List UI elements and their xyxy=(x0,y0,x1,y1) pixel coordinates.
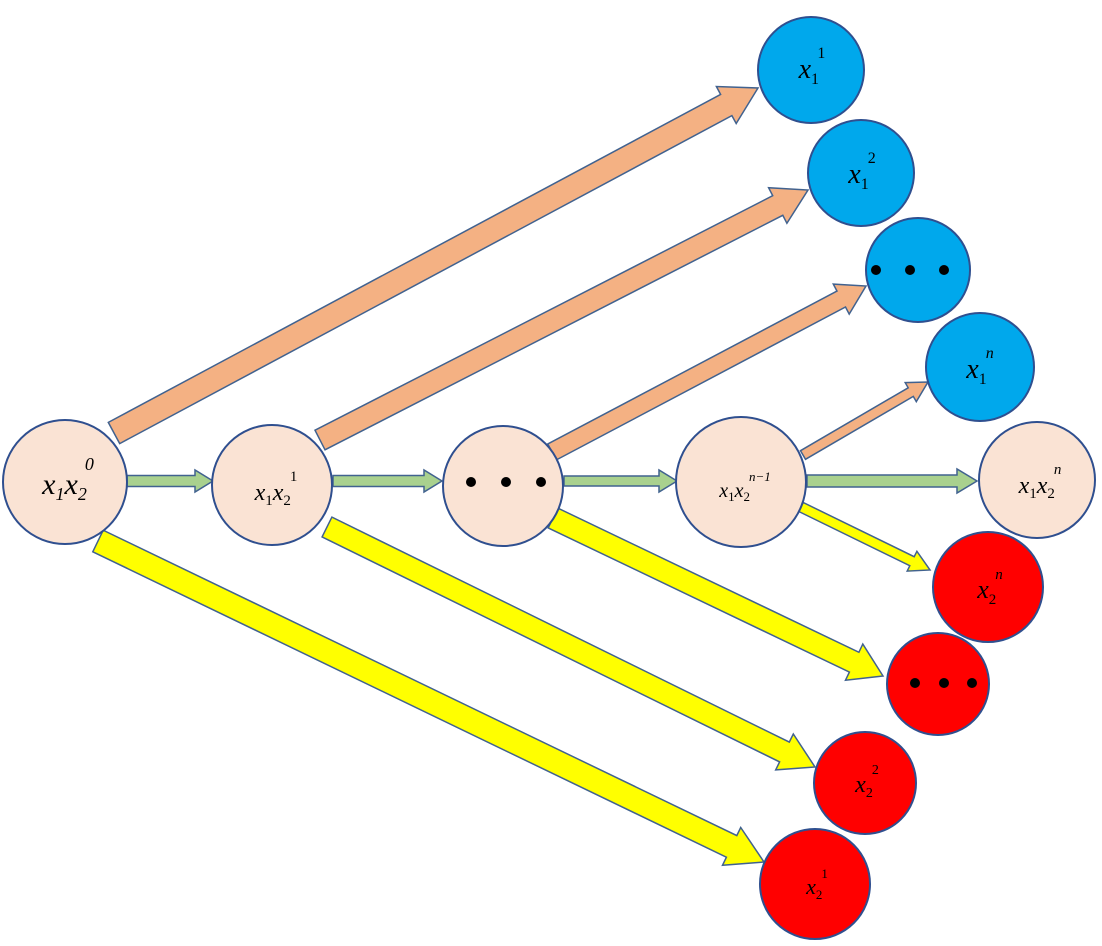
chain-node-n-sup: n xyxy=(1054,462,1062,478)
arrow-green-n1-to-n xyxy=(806,467,979,495)
arrow-orange-ellipsis-to-blue-ellipsis xyxy=(546,283,868,462)
red-node-ellipsis xyxy=(886,632,990,736)
svg-text:x1x2n: x1x2n xyxy=(1018,462,1062,502)
red-node-1: x2 1 xyxy=(759,828,871,940)
chain-node-0-base2: x xyxy=(64,468,79,501)
arrow-yellow-ellipsis-to-red-ellipsis xyxy=(547,507,885,682)
chain-node-n-sub1: 1 xyxy=(1029,486,1037,502)
arrow-orange-0-to-blue-1 xyxy=(107,85,760,445)
red-node-2-sup: 2 xyxy=(872,763,879,778)
chain-node-n-sub2: 2 xyxy=(1047,486,1055,502)
chain-node-n-minus-1-sub1: 1 xyxy=(728,489,735,504)
blue-node-2-sub: 1 xyxy=(861,176,869,193)
svg-text:x1x20: x1x20 xyxy=(41,454,94,504)
svg-text:x1x21: x1x21 xyxy=(254,469,298,509)
chain-node-n-minus-1-sub2: 2 xyxy=(744,489,751,504)
blue-node-n: x1 n xyxy=(925,312,1035,422)
chain-node-n-minus-1-sup: n−1 xyxy=(749,469,771,484)
red-node-1-base: x xyxy=(805,874,816,899)
chain-node-1-sub2: 2 xyxy=(283,493,291,509)
chain-node-1-base2: x xyxy=(272,480,284,506)
svg-text:x11: x1 1 xyxy=(798,45,826,88)
svg-text:x22: x2 2 xyxy=(854,763,879,801)
chain-node-0-base1: x xyxy=(41,468,56,501)
svg-text:x1x2n−1: x1x2n−1 xyxy=(718,469,771,504)
arrows-layer xyxy=(91,85,979,867)
ellipsis-icon xyxy=(466,477,546,487)
blue-node-n-base: x xyxy=(965,354,979,385)
chain-node-0-sup: 0 xyxy=(85,454,94,474)
arrow-yellow-0-to-red-1 xyxy=(91,529,766,867)
blue-node-1-sup: 1 xyxy=(817,45,825,62)
red-node-2-base: x xyxy=(854,772,866,798)
arrow-orange-n1-to-blue-n xyxy=(799,381,930,461)
svg-text:x2n: x2 n xyxy=(976,567,1003,608)
chain-node-n-base2: x xyxy=(1036,473,1048,499)
chain-node-0-sub2: 2 xyxy=(78,484,87,504)
red-node-n-sub: 2 xyxy=(989,592,997,608)
chain-node-n-minus-1-base2: x xyxy=(734,480,744,502)
red-node-n-base: x xyxy=(976,575,989,604)
chain-node-n: x1x2n xyxy=(978,421,1096,539)
arrow-yellow-1-to-red-2 xyxy=(321,516,817,771)
blue-node-2: x1 2 xyxy=(807,119,915,227)
arrow-yellow-n1-to-red-n xyxy=(797,501,932,572)
blue-node-1-sub: 1 xyxy=(811,71,819,88)
blue-node-n-sub: 1 xyxy=(979,371,987,388)
chain-node-n-minus-1: x1x2n−1 xyxy=(675,416,807,548)
chain-node-n-base1: x xyxy=(1018,473,1030,499)
chain-node-ellipsis xyxy=(442,425,564,547)
red-node-2-sub: 2 xyxy=(866,786,873,801)
chain-node-n-minus-1-base1: x xyxy=(718,480,728,502)
arrow-green-1-to-ellipsis xyxy=(332,468,444,494)
arrow-green-0-to-1 xyxy=(126,468,215,494)
chain-node-1-sub1: 1 xyxy=(265,493,273,509)
arrow-green-ellipsis-to-n1 xyxy=(563,468,679,494)
chain-node-0: x1x20 xyxy=(2,419,128,545)
blue-node-2-base: x xyxy=(847,159,861,190)
ellipsis-icon xyxy=(871,265,949,275)
svg-text:x1n: x1 n xyxy=(965,345,993,388)
svg-text:x12: x1 2 xyxy=(847,150,875,193)
ellipsis-icon xyxy=(910,678,977,688)
arrow-orange-1-to-blue-2 xyxy=(313,186,810,451)
blue-node-1: x1 1 xyxy=(757,16,865,124)
blue-node-ellipsis xyxy=(865,217,971,323)
blue-node-1-base: x xyxy=(798,54,812,85)
chain-node-0-sub1: 1 xyxy=(56,484,65,504)
red-node-n-sup: n xyxy=(995,567,1003,583)
blue-node-n-sup: n xyxy=(986,345,994,362)
chain-node-1-base1: x xyxy=(254,480,266,506)
chain-node-1-sup: 1 xyxy=(290,469,298,485)
blue-node-2-sup: 2 xyxy=(868,150,876,167)
svg-text:x21: x2 1 xyxy=(805,866,828,902)
red-node-n: x2 n xyxy=(932,531,1044,643)
red-node-2: x2 2 xyxy=(813,731,917,835)
red-node-1-sub: 2 xyxy=(816,887,823,902)
red-node-1-sup: 1 xyxy=(821,866,828,881)
chain-node-1: x1x21 xyxy=(211,424,333,546)
